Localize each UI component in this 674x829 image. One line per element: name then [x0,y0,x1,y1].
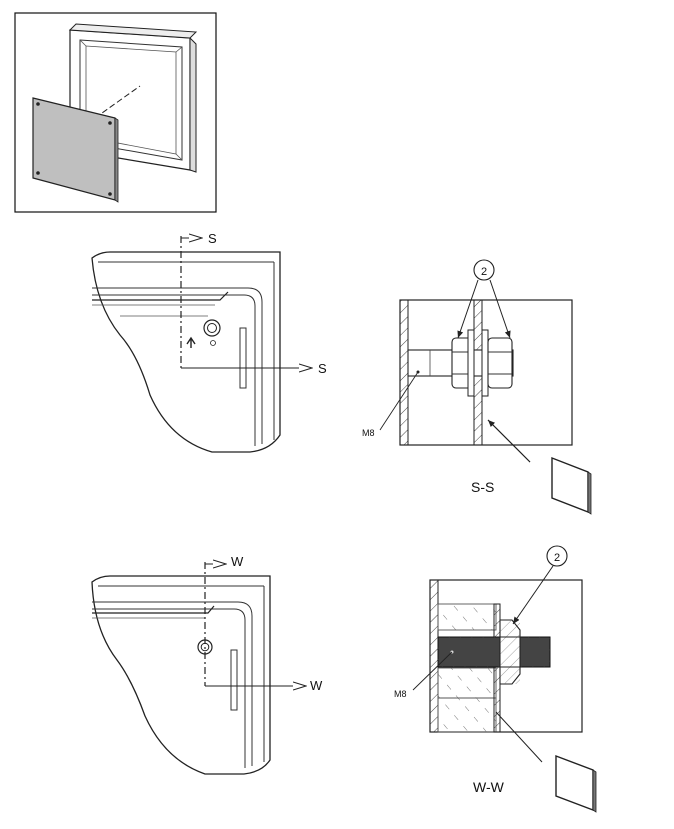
screw-size-bottom: M8 [394,689,407,699]
section-marker-top-1: S [208,231,217,246]
mounting-plate [32,97,119,203]
corner-detail-top [91,236,312,453]
callout-number-top: 2 [481,266,487,278]
section-marker-bottom-2: W [310,678,323,693]
screw-size-top: M8 [362,428,375,438]
callout-number-bottom: 2 [554,552,560,564]
nut-left [451,329,475,397]
section-caption-s: S-S [471,479,494,495]
up-arrow-icon [186,336,196,348]
cross-section-s [379,259,592,515]
cross-section-w [412,545,597,813]
nut-bottom [499,619,521,685]
callout-circle-top [473,259,495,281]
cover-plate-icon-bottom [555,754,594,812]
overview-panel [14,12,217,213]
section-marker-bottom-1: W [231,554,244,569]
callout-circle-bottom [546,545,568,567]
cover-plate-icon [551,456,589,514]
insertion-line [94,85,141,119]
corner-detail-bottom [91,562,306,775]
section-marker-top-2: S [318,361,327,376]
nut-right [481,329,513,397]
section-caption-w: W-W [473,779,505,795]
